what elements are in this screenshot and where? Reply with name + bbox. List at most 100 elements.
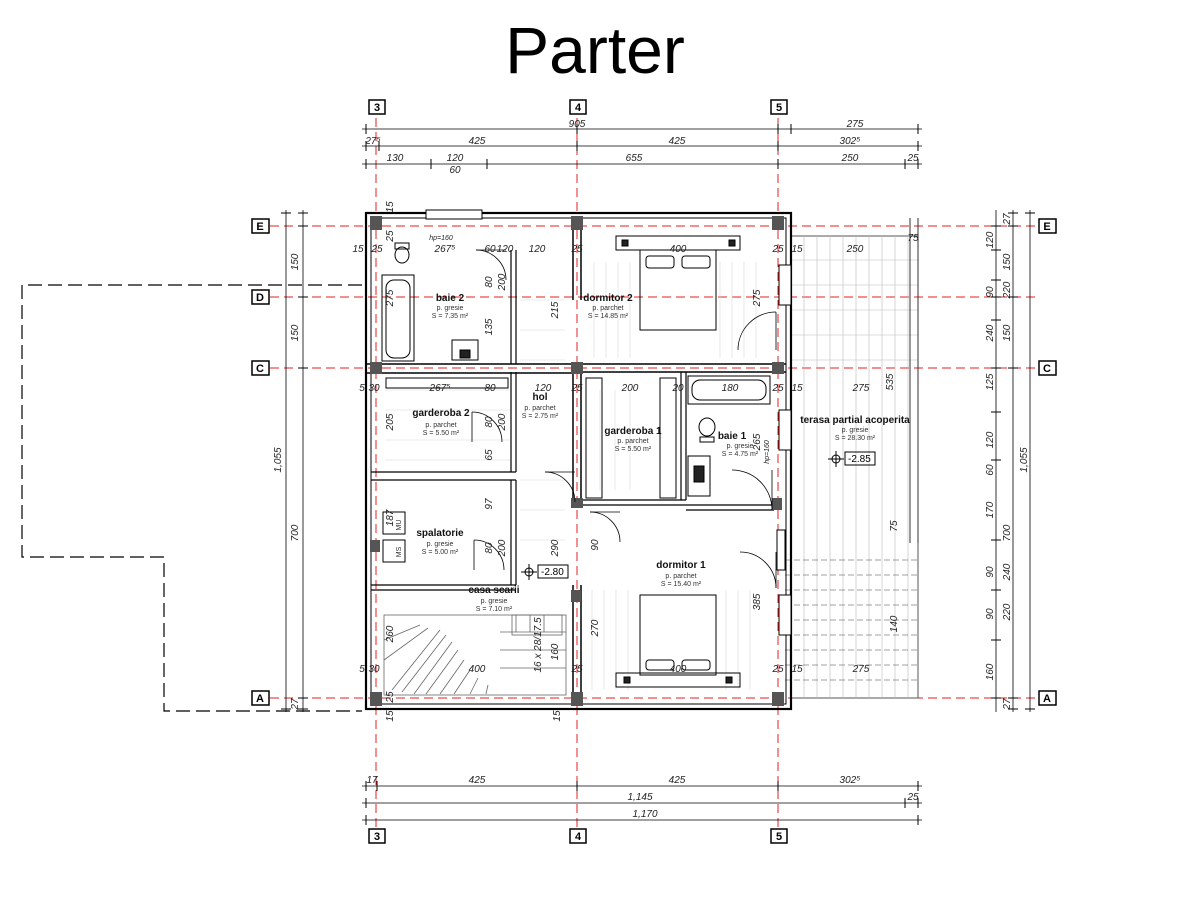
- dim-right-10: 120: [985, 431, 996, 448]
- axis-bubble-E-right: [1038, 218, 1057, 234]
- room-name-spalatorie: spalatorie: [416, 528, 464, 539]
- room-name-garderoba-2: garderoba 2: [412, 408, 470, 419]
- right-dimension-lines: [991, 210, 1035, 712]
- room-area-hol: S = 2.75 m²: [522, 413, 559, 420]
- dim-in-top-11: 75: [907, 233, 919, 244]
- dim-in-a-5: 25: [771, 664, 784, 675]
- dim-in-c-2: 267⁵: [429, 383, 451, 394]
- stair-note: 16 x 28/17.5: [533, 617, 544, 672]
- dim-in-c-9: 25: [771, 383, 784, 394]
- dim-in-top-4: 120: [497, 244, 514, 255]
- dim-right-14: 90: [985, 566, 996, 578]
- dim-top-r3-1: 120: [447, 153, 464, 164]
- dim-in-a-2: 400: [469, 664, 486, 675]
- dim-right-18: 160: [985, 663, 996, 680]
- axis-label-A-right: A: [1043, 693, 1051, 705]
- wardrobe-shelves: [385, 377, 677, 499]
- dim-in-top-2: 267⁵: [434, 244, 456, 255]
- left-dimension-lines: [281, 210, 308, 712]
- axis-bubble-5-bottom: [770, 828, 788, 844]
- dim-in-c-0: 5: [359, 383, 365, 394]
- dim-top-terrace: 275: [846, 119, 864, 130]
- dim-in-v-16: 265: [752, 433, 763, 451]
- axis-label-4-top: 4: [575, 102, 582, 114]
- axis-bubble-4-bottom: [569, 828, 587, 844]
- dim-in-top-9: 15: [791, 244, 803, 255]
- washer-label: MU: [396, 520, 403, 531]
- room-area-spalatorie: S = 5.00 m²: [422, 549, 459, 556]
- page-title: Parter: [505, 13, 685, 87]
- dim-in-b-2: 15: [385, 710, 396, 722]
- dim-in-v-21: 140: [889, 615, 900, 632]
- room-area-garderoba-2: S = 5.50 m²: [423, 430, 460, 437]
- room-floor-spalatorie: p. gresie: [427, 541, 454, 548]
- dim-right-0: 27: [1002, 213, 1013, 226]
- dim-in-v-0: 275: [385, 289, 396, 307]
- room-name-hol: hol: [533, 392, 548, 403]
- dim-in-v-9: 65: [484, 449, 495, 461]
- bed-dormitor-1: [615, 594, 741, 688]
- level-marks: [521, 451, 876, 580]
- laundry-machines: [382, 511, 406, 563]
- dim-bottom-r1-2: 425: [669, 775, 686, 786]
- room-area-dormitor-2: S = 14.85 m²: [588, 313, 629, 320]
- terrace: [785, 218, 919, 699]
- toilet-baie-1: [698, 417, 716, 443]
- axis-label-3-bottom: 3: [374, 831, 380, 843]
- dim-in-c-10: 15: [791, 383, 803, 394]
- axis-label-3-top: 3: [374, 102, 380, 114]
- dim-in-v-4: 215: [550, 301, 561, 319]
- dim-bottom-r3: 1,170: [632, 809, 657, 820]
- dim-right-12: 170: [985, 501, 996, 518]
- room-area-baie-2: S = 7.35 m²: [432, 313, 469, 320]
- room-floor-dormitor-1: p. parchet: [665, 573, 696, 580]
- top-dimension-lines: [362, 124, 922, 169]
- dim-in-v-3: 135: [484, 318, 495, 335]
- dim-in-c-7: 20: [671, 383, 684, 394]
- dim-right-2: 150: [1002, 253, 1013, 270]
- dim-right-19: 27: [1002, 698, 1013, 711]
- dim-in-top-1: 25: [370, 244, 383, 255]
- hp-note-right: hp=160: [764, 440, 771, 464]
- dim-bottom-r1-3: 302⁵: [840, 775, 861, 786]
- staircase: [383, 614, 567, 696]
- axis-bubble-4-top: [569, 99, 587, 115]
- dim-in-v-8: 80: [484, 416, 495, 428]
- dim-right-13: 700: [1002, 524, 1013, 541]
- dim-in-top-8: 25: [771, 244, 784, 255]
- axis-bubble-A-right: [1038, 690, 1057, 706]
- dim-in-top-7: 400: [670, 244, 687, 255]
- dim-in-a-0: 5: [359, 664, 365, 675]
- axis-bubble-C-right: [1038, 360, 1057, 376]
- dim-in-c-11: 275: [852, 383, 870, 394]
- dim-in-v-11: 187: [385, 509, 396, 526]
- dim-in-v-12: 80: [484, 542, 495, 554]
- dim-in-top-5: 120: [529, 244, 546, 255]
- dim-top-r3-2: 655: [626, 153, 643, 164]
- dim-right-7: 535: [885, 373, 896, 390]
- room-name-dormitor-2: dormitor 2: [583, 293, 633, 304]
- axis-label-A-left: A: [256, 693, 264, 705]
- axis-grid: [270, 118, 1038, 828]
- axis-label-D-left: D: [256, 292, 264, 304]
- dim-in-a-4: 400: [670, 664, 687, 675]
- dim-bottom-r2-0: 1,145: [627, 792, 652, 803]
- dim-top-r2-2: 425: [669, 136, 686, 147]
- sink-baie-1: [687, 455, 711, 497]
- dim-bottom-r1-1: 425: [469, 775, 486, 786]
- axis-bubble-A-left: [251, 690, 270, 706]
- dim-right-4: 90: [985, 286, 996, 298]
- dim-left-0: 150: [290, 253, 301, 270]
- dim-right-15: 240: [1002, 563, 1013, 581]
- dim-in-v-1: 200: [497, 273, 508, 291]
- axis-label-E-left: E: [256, 221, 263, 233]
- dim-right-16: 220: [1002, 603, 1013, 621]
- dim-right-8: 125: [985, 373, 996, 390]
- axis-label-5-top: 5: [776, 102, 782, 114]
- axis-bubble-E-left: [251, 218, 270, 234]
- dim-top-r3-0: 130: [387, 153, 404, 164]
- dim-left-1: 150: [290, 324, 301, 341]
- room-area-baie-1: S = 4.75 m²: [722, 451, 759, 458]
- neighbour-outline: [21, 284, 362, 712]
